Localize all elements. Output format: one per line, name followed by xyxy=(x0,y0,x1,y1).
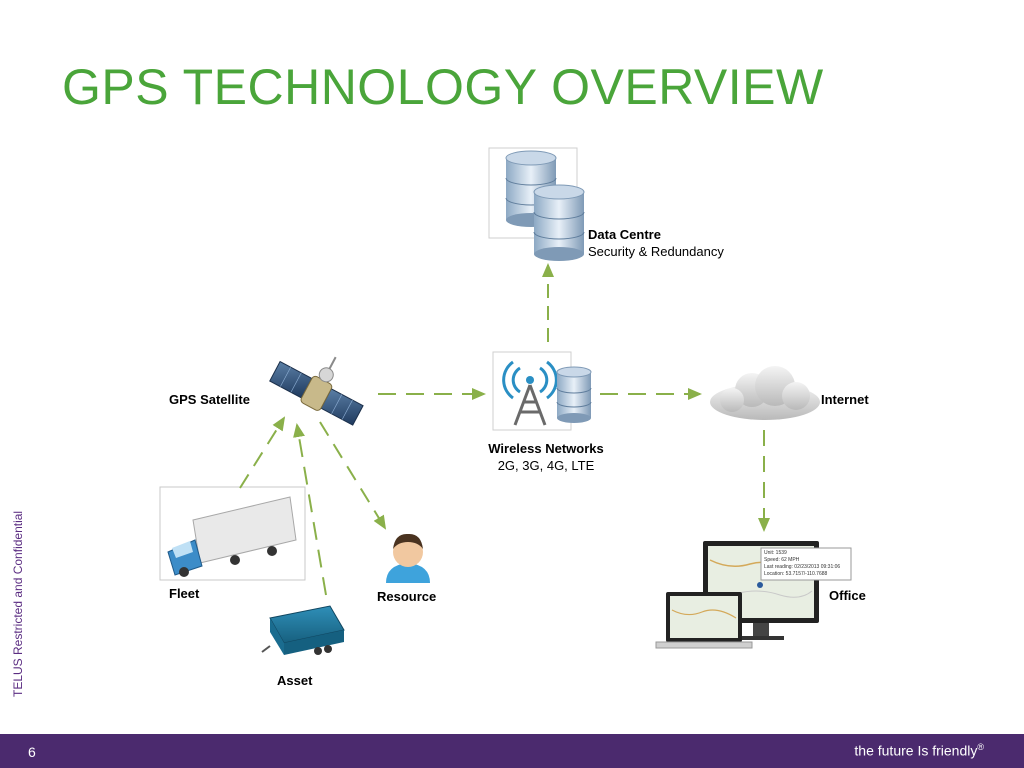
fleet-label: Fleet xyxy=(169,586,200,601)
tagline: the future Is friendly® xyxy=(854,742,984,759)
arrow-satellite-to-resource xyxy=(319,421,387,530)
wireless-tower-icon xyxy=(492,351,592,431)
data-centre-label: Data Centre Security & Redundancy xyxy=(588,226,724,260)
arrow-asset-to-satellite xyxy=(293,423,327,596)
fleet-truck-icon xyxy=(159,486,306,581)
page-number: 6 xyxy=(28,744,36,760)
asset-label: Asset xyxy=(277,673,313,688)
internet-label: Internet xyxy=(821,392,869,407)
popup-line: Last reading: 02/23/2013 09:31:06 xyxy=(764,564,841,570)
popup-line: Unit: 1539 xyxy=(764,550,787,556)
data-centre-database-icon xyxy=(488,147,585,261)
slide-title: GPS TECHNOLOGY OVERVIEW xyxy=(62,59,824,115)
gps-satellite-label: GPS Satellite xyxy=(169,392,250,407)
data-centre-title: Data Centre xyxy=(588,227,661,242)
wireless-networks-label: Wireless Networks 2G, 3G, 4G, LTE xyxy=(446,440,646,474)
office-label: Office xyxy=(829,588,866,603)
data-centre-subtitle: Security & Redundancy xyxy=(588,244,724,259)
office-map-popup: Unit: 1539 Speed: 62 MPH Last reading: 0… xyxy=(764,550,850,578)
internet-cloud-icon xyxy=(710,366,820,420)
connection-arrows xyxy=(239,263,770,596)
resource-person-icon xyxy=(386,533,430,583)
registered-mark: ® xyxy=(977,742,984,752)
footer-bar: 6 the future Is friendly® xyxy=(0,734,1024,768)
diagram-canvas xyxy=(159,147,852,655)
resource-label: Resource xyxy=(377,589,437,604)
satellite-icon xyxy=(269,356,364,426)
arrow-fleet-to-satellite xyxy=(239,416,286,489)
office-computers-icon xyxy=(655,541,852,649)
tagline-text: the future Is friendly xyxy=(854,742,978,759)
wireless-networks-subtitle: 2G, 3G, 4G, LTE xyxy=(497,458,595,473)
popup-line: Location: 53.7157/-110.7688 xyxy=(764,571,828,577)
wireless-networks-title: Wireless Networks xyxy=(488,441,604,456)
asset-trailer-icon xyxy=(261,605,345,655)
popup-line: Speed: 62 MPH xyxy=(764,557,800,563)
